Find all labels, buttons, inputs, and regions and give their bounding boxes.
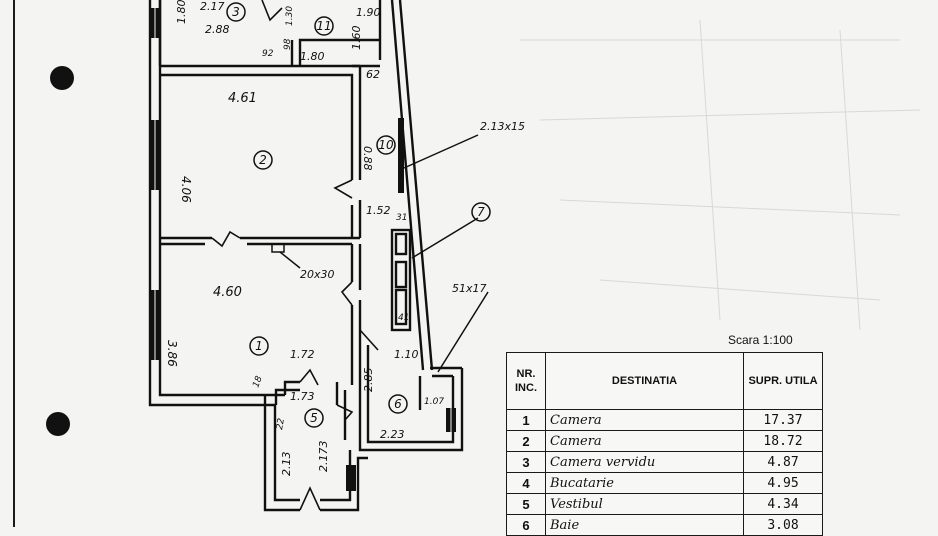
header-supr: SUPR. UTILA (743, 352, 823, 410)
room-markers (226, 2, 491, 428)
dim-label: 22 (275, 417, 287, 430)
row-destinatia: Vestibul (545, 493, 744, 515)
dim-label: 2.13 (280, 452, 293, 477)
dim-label: 4.06 (179, 176, 193, 203)
legend-table: NR. INC. DESTINATIA SUPR. UTILA 1 Camera… (506, 352, 823, 536)
dim-label: 98 (283, 38, 293, 50)
dim-label: 4.60 (213, 285, 242, 300)
row-nr: 6 (506, 514, 546, 536)
row-nr: 1 (506, 409, 546, 431)
annotations: 2.13x15 20x30 51x17 (300, 120, 525, 295)
window-panes (154, 8, 452, 432)
dim-label: 1.73 (290, 390, 315, 403)
dim-label: 1.72 (290, 348, 315, 361)
scale-label: Scara 1:100 (728, 333, 793, 347)
walls (148, 0, 464, 512)
legend-header-row: NR. INC. DESTINATIA SUPR. UTILA (506, 352, 823, 410)
dim-label: 2.23 (380, 428, 405, 441)
table-row: 5 Vestibul 4.34 (506, 493, 823, 515)
dim-label: 1.07 (424, 397, 444, 407)
dim-label: 1.60 (350, 26, 363, 51)
dim-label: 1.30 (285, 6, 295, 26)
row-destinatia: Camera (545, 409, 744, 431)
dim-label: 0.88 (361, 146, 374, 171)
room-number-11: 11 (316, 19, 331, 33)
table-row: 1 Camera 17.37 (506, 409, 823, 431)
dim-label: 92 (262, 49, 274, 59)
table-row: 4 Bucatarie 4.95 (506, 472, 823, 494)
pipe-annotation-7: 51x17 (452, 282, 487, 295)
dim-label: 1.80 (300, 50, 325, 63)
row-supr: 4.34 (743, 493, 823, 515)
room-number-6: 6 (394, 397, 402, 411)
doors (211, 0, 379, 511)
row-supr: 4.95 (743, 472, 823, 494)
dim-label: 2.17 (200, 0, 225, 13)
row-supr: 18.72 (743, 430, 823, 452)
dim-label: 2.173 (317, 441, 330, 473)
vent-shaft (271, 243, 285, 253)
dimension-labels: 1.80 2.88 2.17 1.30 1.90 92 98 1.80 1.60… (165, 0, 444, 476)
row-nr: 3 (506, 451, 546, 473)
pipe-annotation-10: 2.13x15 (480, 120, 525, 133)
room-number-2: 2 (259, 153, 267, 167)
dim-label: 41 (398, 313, 409, 323)
dim-label: 31 (396, 213, 407, 223)
dim-label: 1.52 (366, 204, 391, 217)
room-number-5: 5 (310, 411, 318, 425)
header-nr: NR. INC. (506, 352, 546, 410)
dim-label: 62 (366, 68, 380, 81)
table-row: 3 Camera vervidu 4.87 (506, 451, 823, 473)
room-number-1: 1 (255, 339, 263, 353)
punch-hole (46, 412, 70, 436)
background-bleed (520, 19, 921, 331)
row-destinatia: Camera vervidu (545, 451, 744, 473)
row-nr: 2 (506, 430, 546, 452)
header-destinatia: DESTINATIA (545, 352, 744, 410)
dim-label: 2.88 (205, 23, 230, 36)
room-number-7: 7 (477, 205, 485, 219)
row-destinatia: Baie (545, 514, 744, 536)
row-supr: 17.37 (743, 409, 823, 431)
dim-label: 18 (251, 375, 264, 389)
dim-label: 4.61 (228, 91, 257, 106)
binding-margin-line (13, 0, 15, 527)
table-row: 6 Baie 3.08 (506, 514, 823, 536)
row-nr: 5 (506, 493, 546, 515)
room-number-10: 10 (378, 138, 394, 152)
row-nr: 4 (506, 472, 546, 494)
dim-label: 2.85 (362, 368, 375, 393)
punch-hole (50, 66, 74, 90)
table-row: 2 Camera 18.72 (506, 430, 823, 452)
dim-label: 3.86 (165, 340, 179, 367)
row-destinatia: Camera (545, 430, 744, 452)
vent-annotation: 20x30 (300, 268, 335, 281)
room-numbers: 3 11 2 10 7 1 5 6 (232, 5, 485, 425)
room-number-3: 3 (232, 5, 240, 19)
dim-label: 1.80 (175, 0, 188, 24)
row-destinatia: Bucatarie (545, 472, 744, 494)
leader-lines (279, 134, 489, 373)
row-supr: 3.08 (743, 514, 823, 536)
dim-label: 1.10 (394, 348, 419, 361)
dim-label: 1.90 (356, 6, 381, 19)
row-supr: 4.87 (743, 451, 823, 473)
